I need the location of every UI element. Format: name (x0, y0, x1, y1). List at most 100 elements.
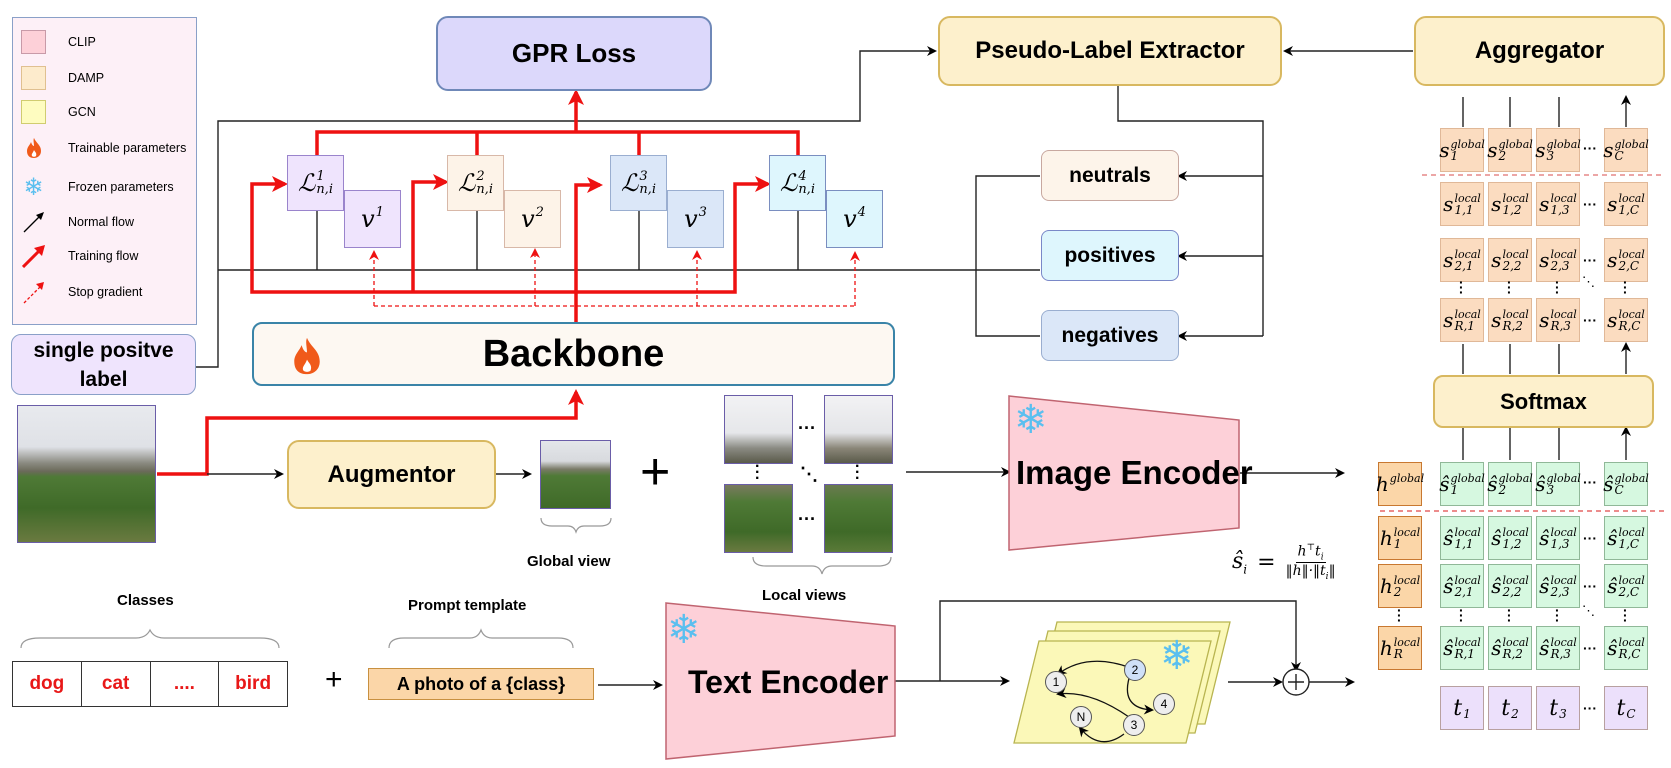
ellipsis: ··· (1583, 140, 1597, 156)
legend-item-trainable: Trainable parameters (21, 134, 186, 162)
aggregator-box: Aggregator (1414, 16, 1665, 86)
snowflake-icon: ❄ (1160, 634, 1194, 678)
legend-label: Trainable parameters (68, 141, 187, 155)
diagonal-ellipsis: ⋱ (1582, 603, 1595, 618)
prompt-template-box: A photo of a {class} (368, 668, 594, 700)
legend-item-clip: CLIP (21, 28, 96, 56)
neutrals-box: neutrals (1041, 150, 1179, 201)
vertical-ellipsis: ··· (1397, 602, 1402, 628)
red-arrow-icon (21, 244, 46, 268)
text-embedding-cell: t C (1604, 686, 1648, 730)
image-encoder-label: Image Encoder (1016, 454, 1253, 491)
softmax-label: Softmax (1500, 388, 1587, 414)
gpr-loss-label: GPR Loss (511, 38, 637, 68)
legend-label: Frozen parameters (68, 180, 174, 194)
local-view-image (724, 484, 793, 553)
diagonal-ellipsis: ⋱ (1582, 274, 1595, 289)
flame-icon (290, 336, 324, 386)
ellipsis: ··· (1583, 530, 1597, 546)
negatives-label: negatives (1061, 323, 1159, 347)
local-views-brace (752, 556, 892, 575)
class-cell: dog (13, 662, 82, 706)
local-view-image (824, 395, 893, 464)
vertical-ellipsis: ··· (1623, 602, 1628, 628)
softmax-box: Softmax (1433, 375, 1654, 428)
global-view-image (540, 440, 611, 509)
legend-label: Stop gradient (68, 285, 143, 299)
positives-label: positives (1064, 243, 1156, 267)
legend-label: Normal flow (68, 215, 134, 229)
gcn-node: 3 (1123, 714, 1145, 736)
neutrals-label: neutrals (1069, 163, 1151, 187)
class-cell: .... (151, 662, 220, 706)
legend-item-stop-gradient: Stop gradient (21, 278, 142, 306)
prompt-brace (388, 628, 574, 649)
legend-label: GCN (68, 105, 96, 119)
single-positive-label-text: single positve label (33, 338, 174, 391)
vertical-ellipsis: ··· (755, 458, 761, 487)
local-view-image (824, 484, 893, 553)
vertical-ellipsis: ··· (1623, 274, 1628, 300)
flame-icon (21, 136, 46, 160)
image-encoder-shape (1008, 395, 1240, 551)
legend-item-normal-flow: Normal flow (21, 208, 134, 236)
augmentor-label: Augmentor (327, 460, 456, 488)
damp-swatch (21, 66, 46, 90)
text-encoder-shape (665, 602, 896, 760)
gcn-swatch (21, 100, 46, 124)
plus-sign: + (325, 663, 343, 696)
gcn-node: 2 (1124, 659, 1146, 681)
legend-item-training-flow: Training flow (21, 242, 138, 270)
augmentor-box: Augmentor (287, 440, 496, 509)
ellipsis: ··· (1583, 578, 1597, 594)
text-encoder-label: Text Encoder (688, 664, 889, 700)
negatives-box: negatives (1041, 310, 1179, 361)
ellipsis: ··· (1583, 640, 1597, 656)
spl-to-extractor-line (196, 46, 937, 368)
prompt-template-label: Prompt template (408, 597, 527, 614)
ellipsis: ··· (1583, 312, 1597, 328)
vertical-ellipsis: ··· (1555, 274, 1560, 300)
vertical-ellipsis: ··· (855, 458, 861, 487)
image-to-backbone-line (157, 389, 584, 476)
class-cell: bird (235, 673, 272, 694)
text-embedding-cell: t 3 (1536, 686, 1580, 730)
plus-sign: + (640, 443, 671, 501)
ellipsis: ··· (1583, 196, 1597, 212)
legend-item-damp: DAMP (21, 64, 104, 92)
vertical-ellipsis: ··· (1459, 274, 1464, 300)
vertical-ellipsis: ··· (1459, 602, 1464, 628)
